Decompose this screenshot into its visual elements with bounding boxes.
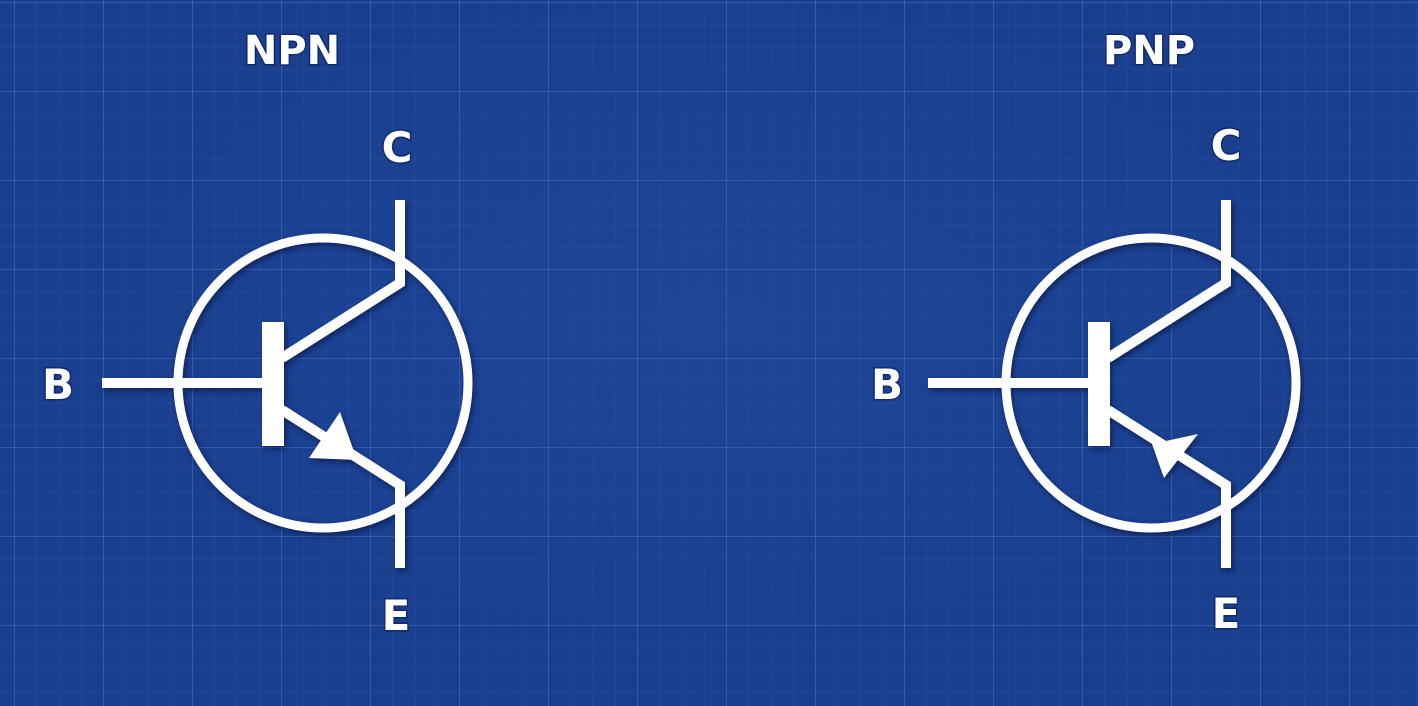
pnp-collector-lead [1105,200,1231,363]
pnp-transistor: PNP C B E [869,27,1301,640]
npn-transistor-symbol-icon [102,200,473,568]
npn-title: NPN [244,28,340,74]
pnp-emitter-lead [1105,405,1231,568]
npn-collector-lead [279,200,405,363]
npn-emitter-arrow-icon [309,412,357,460]
npn-transistor: NPN C B E [40,27,473,642]
npn-collector-label: C [382,123,413,172]
npn-emitter-lead [279,405,405,568]
npn-base-bar [262,322,284,446]
pnp-emitter-label: E [1212,589,1241,638]
npn-base-label: B [42,360,74,409]
pnp-transistor-symbol-icon [928,200,1301,568]
npn-emitter-label: E [382,591,411,640]
pnp-title: PNP [1103,28,1195,74]
pnp-collector-label: C [1211,121,1242,170]
pnp-base-bar [1088,322,1110,446]
pnp-emitter-arrow-icon [1152,434,1198,478]
pnp-base-label: B [871,360,903,409]
